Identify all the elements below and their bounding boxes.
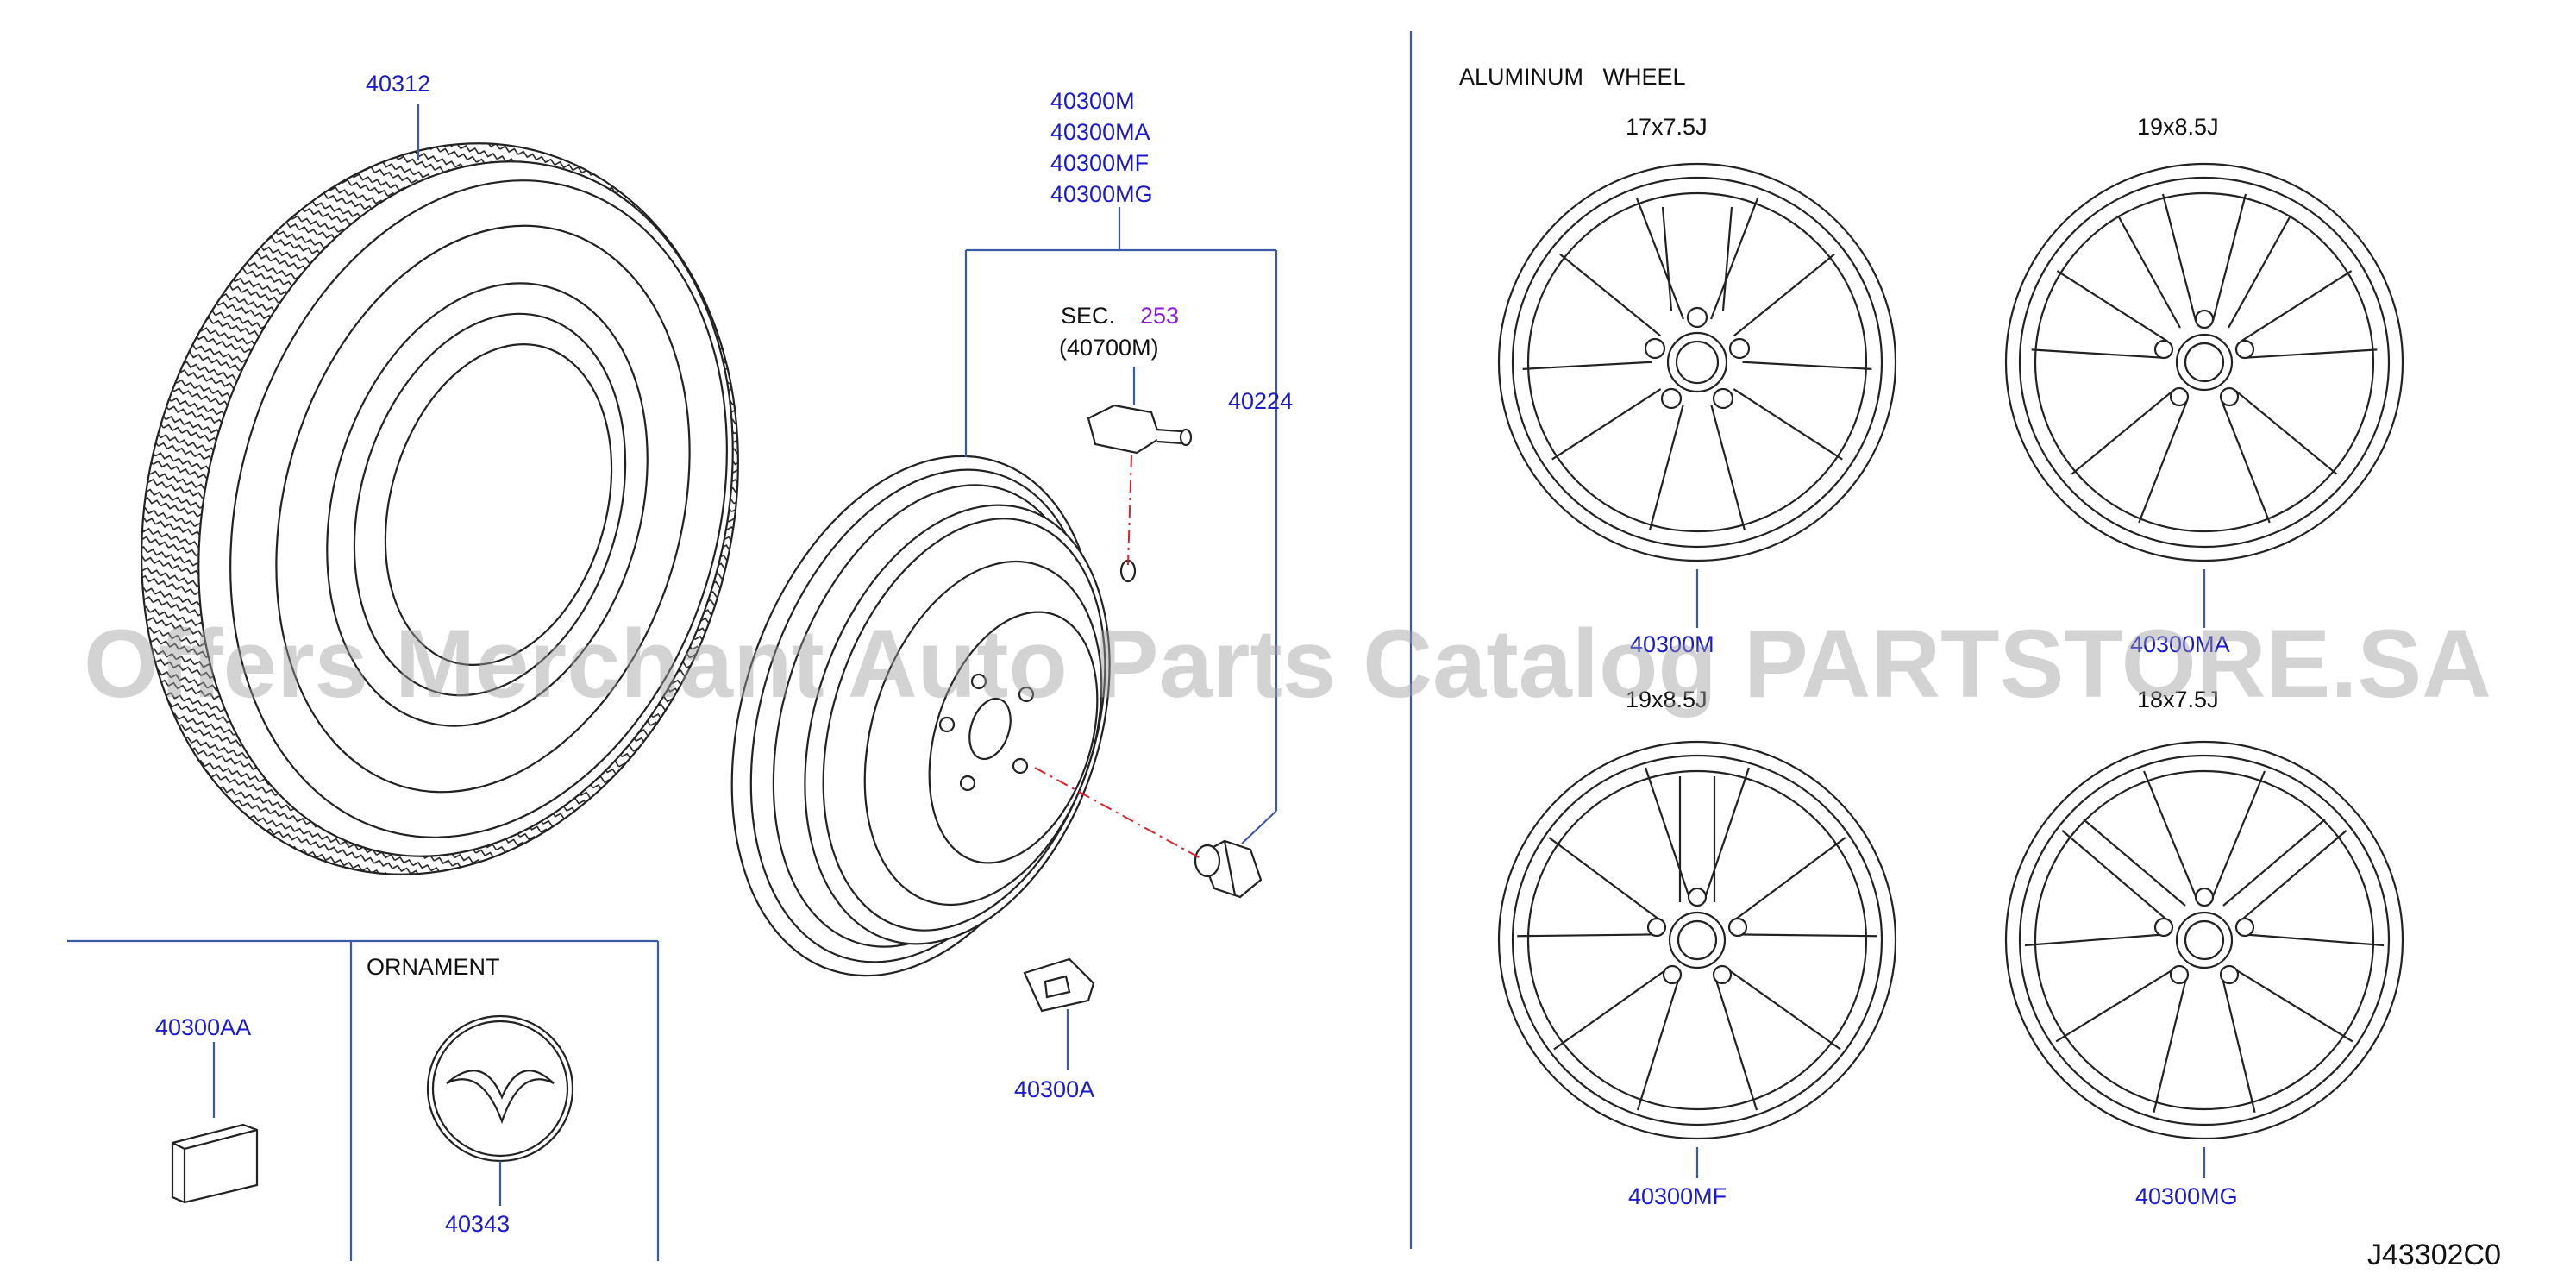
balance-weight-icon — [1023, 957, 1095, 1013]
ornament-icon — [426, 1014, 574, 1163]
wheel-4-part-number[interactable]: 40300MG — [2135, 1183, 2238, 1209]
alloy-wheel-1 — [1497, 162, 1897, 562]
wheel-2-part-number[interactable]: 40300MA — [2130, 631, 2230, 657]
wheel-nut-icon — [1194, 839, 1263, 899]
sec-number[interactable]: 253 — [1140, 303, 1179, 329]
nut-centerline — [1034, 767, 1201, 859]
watermark-text: Offers Merchant Auto Parts Catalog PARTS… — [84, 610, 2491, 718]
wheel-2-size: 19x8.5J — [2137, 114, 2219, 140]
wheel-3-size: 19x8.5J — [1626, 687, 1708, 712]
alloy-wheel-2 — [2004, 162, 2404, 562]
wheel-4-size: 18x7.5J — [2137, 687, 2219, 712]
wheel-part-number-4[interactable]: 40300MG — [1050, 181, 1153, 207]
ornament-part-number[interactable]: 40343 — [445, 1211, 510, 1237]
weight-part-number[interactable]: 40300A — [1014, 1076, 1094, 1102]
weight-aa-part-number[interactable]: 40300AA — [155, 1014, 251, 1040]
wheel-3-part-number[interactable]: 40300MF — [1628, 1183, 1727, 1209]
wheel-1-size: 17x7.5J — [1626, 114, 1708, 140]
alloy-wheel-3 — [1497, 740, 1897, 1140]
tpms-sensor-icon — [1087, 404, 1193, 455]
weight-aa-icon — [171, 1123, 259, 1204]
diagram-code: J43302C0 — [2367, 1239, 2501, 1271]
valve-centerline — [1127, 455, 1132, 566]
nut-leader-diagonal — [1241, 810, 1277, 844]
wheel-part-number-2[interactable]: 40300MA — [1050, 119, 1150, 145]
wheel-section-title: ALUMINUM WHEEL — [1459, 64, 1686, 90]
tire-part-number[interactable]: 40312 — [366, 71, 430, 97]
sec-prefix: SEC. — [1061, 303, 1115, 329]
spare-wheel-illustration — [730, 455, 1137, 977]
wheel-1-part-number[interactable]: 40300M — [1630, 631, 1714, 657]
wheel-part-number-1[interactable]: 40300M — [1050, 88, 1135, 114]
wheel-part-number-3[interactable]: 40300MF — [1050, 150, 1149, 176]
ornament-section-title: ORNAMENT — [367, 954, 500, 980]
alloy-wheel-4 — [2004, 740, 2404, 1140]
tire-illustration — [141, 142, 739, 875]
sec-sub-reference: (40700M) — [1059, 335, 1159, 361]
nut-part-number[interactable]: 40224 — [1228, 388, 1293, 414]
